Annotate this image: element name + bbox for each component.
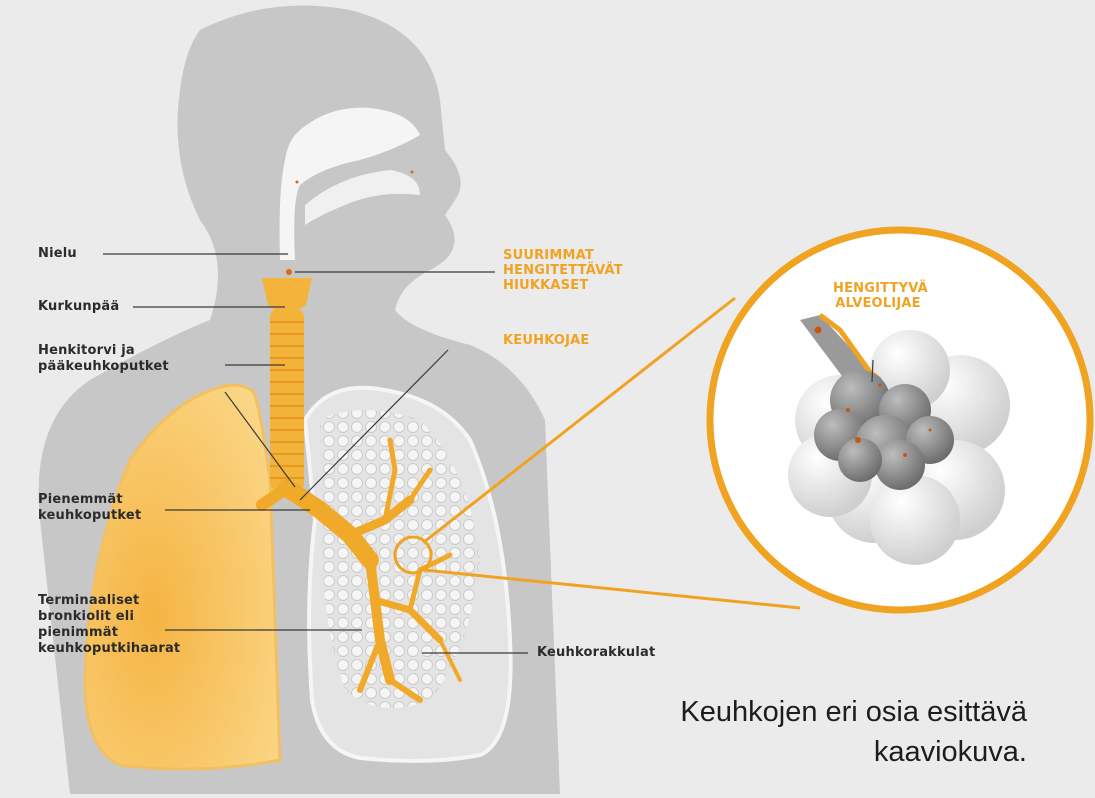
label-suurimmat: SUURIMMAT HENGITETTÄVÄT HIUKKASET [503,248,623,293]
trachea [270,310,304,490]
label-keuhkorakkulat: Keuhkorakkulat [537,645,655,661]
label-alveolijae: HENGITTYVÄ ALVEOLIJAE [833,281,923,311]
label-kurkunpaa: Kurkunpää [38,299,119,315]
label-terminaaliset: Terminaaliset bronkiolit eli pienimmät k… [38,593,180,657]
label-keuhkojae: KEUHKOJAE [503,333,590,348]
label-pienemmat: Pienemmät keuhkoputket [38,492,141,524]
label-nielu: Nielu [38,246,77,262]
caption: Keuhkojen eri osia esittävä kaaviokuva. [607,692,1027,772]
label-henkitorvi: Henkitorvi ja pääkeuhkoputket [38,343,169,375]
